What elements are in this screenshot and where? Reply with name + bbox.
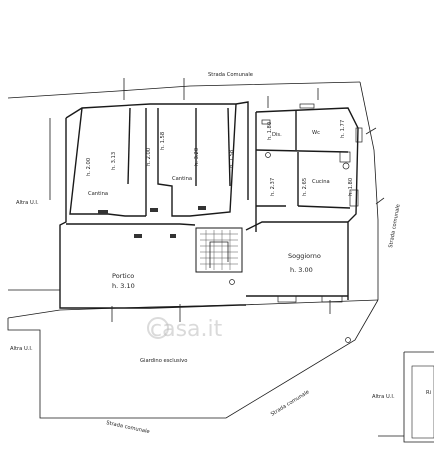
label-giardino: Giardino esclusivo [140, 358, 187, 364]
window-4 [277, 295, 297, 303]
section-markers [111, 78, 385, 322]
other-unit-right-box [411, 365, 434, 439]
label-portico: Portico [112, 272, 134, 280]
height-2: h. 3.13 [111, 152, 117, 170]
label-wc: Wc [312, 130, 320, 136]
garden-boundary [7, 299, 379, 419]
label-strada-comunale-bottom: Strada comunale [106, 420, 151, 435]
window-5 [321, 295, 343, 303]
height-1: h. 2.00 [86, 158, 92, 176]
height-5: h. 3.20 [194, 148, 200, 166]
cantina-left-divider [127, 107, 131, 185]
door-mark-3 [198, 206, 206, 210]
building-top-wall [65, 101, 249, 200]
height-8: h. 1.77 [340, 120, 346, 138]
label-cucina: Cucina [312, 179, 330, 185]
kitchen-block [339, 151, 351, 163]
fixture-2 [265, 152, 271, 158]
right-wing-outline [255, 107, 359, 300]
label-altra-ui-left2: Altra U.I. [10, 346, 33, 352]
height-10: h. 2.65 [302, 178, 308, 196]
cucina-bottom-wall [297, 205, 351, 209]
fixture-4 [345, 337, 351, 343]
fixture-1 [342, 162, 350, 170]
height-4: h. 1.58 [160, 132, 166, 150]
label-soggiorno: Soggiorno [288, 252, 321, 260]
cantina-right-walls [157, 103, 237, 217]
property-boundary-right [359, 81, 379, 300]
label-soggiorno-h: h. 3.00 [290, 266, 313, 274]
cantina-right-divider-2 [227, 107, 231, 187]
height-9: h. 2.37 [270, 178, 276, 196]
door-mark-1 [98, 210, 108, 214]
height-6: h. 1.58 [229, 150, 235, 168]
window-2 [355, 127, 363, 143]
label-altra-ui-right: Altra U.I. [372, 394, 395, 400]
window-6 [261, 119, 271, 125]
label-ri-partial: Ri [426, 390, 431, 396]
fixture-3 [229, 279, 235, 285]
window-1 [299, 103, 315, 109]
property-boundary-top [7, 81, 361, 99]
label-portico-h: h. 3.10 [112, 282, 135, 290]
portico-top-wall [66, 223, 196, 226]
lower-boundary [7, 299, 379, 319]
height-3: h. 2.00 [146, 148, 152, 166]
other-unit-right-2 [403, 352, 434, 443]
height-7: h. 1.80 [267, 122, 273, 140]
label-strada-comunale-mid: Strada comunale [270, 389, 311, 418]
label-altra-ui-left: Altra U.I. [16, 200, 39, 206]
door-mark-4 [134, 234, 142, 238]
upper-room-floor [255, 149, 349, 153]
label-strada-comunale-top: Strada Comunale [208, 72, 253, 78]
building-outline [59, 118, 246, 309]
door-mark-5 [170, 234, 176, 238]
label-strada-comunale-right: Strada comunale [388, 204, 402, 249]
height-11: h. 1.80 [348, 178, 354, 196]
door-mark-2 [150, 208, 158, 212]
soggiorno-walls [245, 221, 348, 231]
label-dis: Dis. [272, 132, 282, 138]
staircase [195, 227, 243, 273]
label-cantina-1: Cantina [88, 191, 108, 197]
label-cantina-2: Cantina [172, 176, 192, 182]
cantina-left-walls [69, 107, 146, 217]
watermark-logo [147, 317, 169, 339]
window-3 [349, 189, 359, 207]
